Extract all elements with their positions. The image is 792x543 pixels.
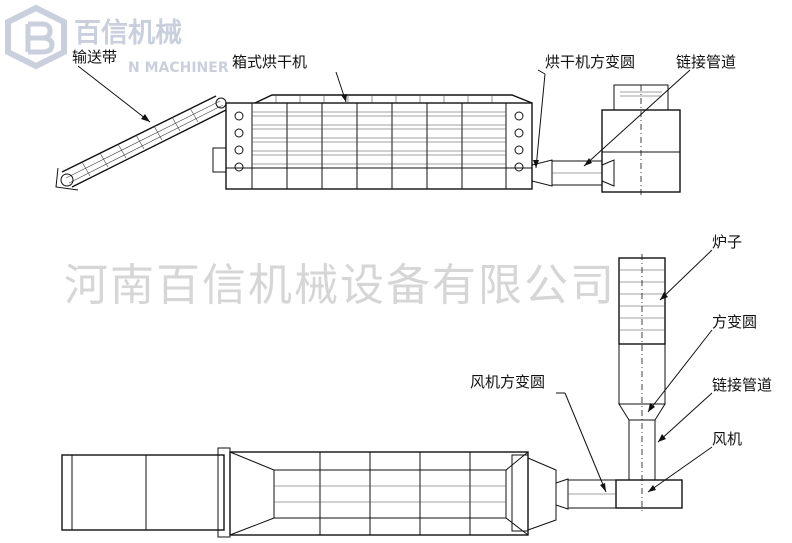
label-transition: 方变圆: [712, 313, 757, 331]
label-fan: 风机: [712, 430, 742, 448]
label-connecting-duct-bottom: 链接管道: [712, 376, 772, 394]
connecting-duct-top: [551, 160, 603, 186]
fan-transition: [555, 478, 617, 510]
label-conveyor: 输送带: [72, 48, 117, 66]
top-view: 输送带 箱式烘干机 烘干机方变圆 链接管道: [55, 48, 736, 196]
conveyor-belt: [55, 95, 227, 191]
furnace-tower-top: [601, 84, 681, 196]
furnace: [618, 257, 666, 405]
label-furnace: 炉子: [712, 233, 742, 251]
label-fan-transition: 风机方变圆: [470, 373, 545, 391]
fan: [615, 479, 683, 509]
label-box-dryer: 箱式烘干机: [232, 53, 307, 71]
label-dryer-transition: 烘干机方变圆: [545, 53, 635, 71]
brand-logo: 百信机械 N MACHINER: [5, 4, 229, 76]
brand-name: 百信机械: [74, 18, 182, 49]
box-dryer: [212, 94, 533, 190]
leaders-bottom: [556, 249, 713, 493]
bottom-view: 炉子 方变圆 风机方变圆 链接管道 风机: [61, 233, 772, 538]
label-connecting-duct-top: 链接管道: [676, 53, 736, 71]
brand-logo-icon: [5, 4, 67, 70]
box-dryer-plan: [61, 447, 557, 538]
brand-subtitle: N MACHINER: [128, 60, 229, 76]
leaders-top: [77, 65, 691, 169]
watermark-text: 河南百信机械设备有限公司: [64, 260, 616, 311]
dryer-transition: [531, 159, 553, 187]
